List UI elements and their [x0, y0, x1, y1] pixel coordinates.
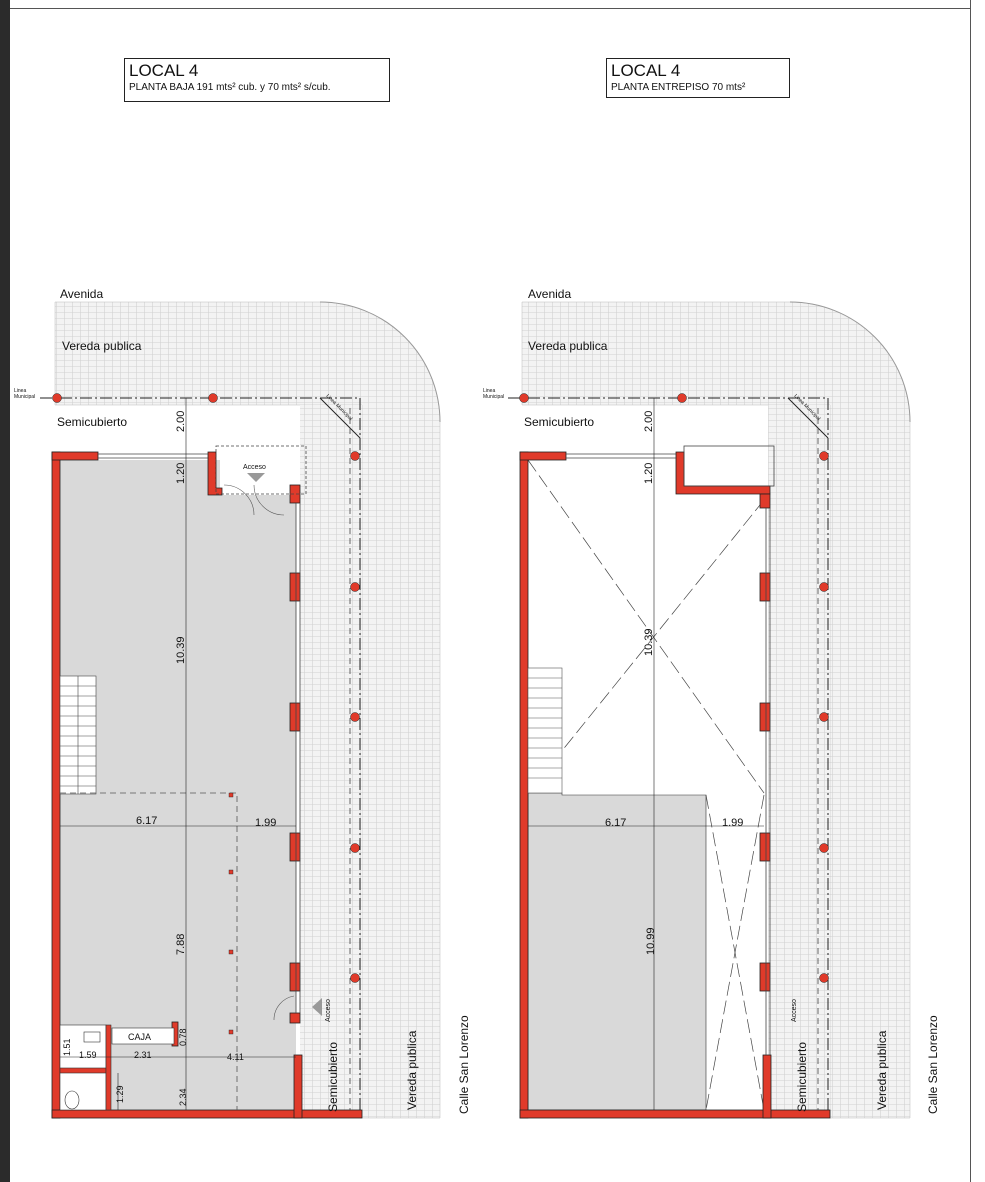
walls [51, 451, 363, 1119]
access-top-arrow [247, 473, 265, 482]
curb-arc [319, 301, 441, 423]
subtitle-planta-baja: PLANTA BAJA 191 mts² cub. y 70 mts² s/cu… [129, 82, 331, 93]
dim-1-59: 1.59 [79, 1050, 97, 1060]
municipal-line-diag-2 [787, 397, 829, 439]
street-side: Calle San Lorenzo [457, 1015, 471, 1114]
access-top-label: Acceso [243, 464, 266, 471]
walls-2 [519, 451, 831, 1119]
dim-4-11: 4.11 [227, 1052, 244, 1062]
subtitle-entrepiso: PLANTA ENTREPISO 70 mts² [611, 82, 746, 93]
plan-planta-baja: CAJA Avenida Vereda publica Linea Munici… [14, 287, 471, 1119]
columns [52, 393, 360, 983]
doors [223, 484, 295, 1021]
title-entrepiso: LOCAL 4 [611, 61, 681, 80]
title-block-entrepiso: LOCAL 4 PLANTA ENTREPISO 70 mts² [606, 58, 790, 98]
sidewalk-top-2: Vereda publica [528, 339, 608, 353]
street-side-2: Calle San Lorenzo [926, 1015, 940, 1114]
dim-10-39: 10.39 [175, 636, 187, 664]
drawing-border-right [970, 0, 971, 1182]
dim-0-78: 0.78 [178, 1028, 188, 1046]
municipal-line-label-b-2: Municipal [483, 394, 504, 400]
dimension-lines-2 [528, 398, 764, 1110]
semicubierto-side-2: Semicubierto [795, 1042, 809, 1112]
curb-arc-2 [789, 301, 911, 423]
street-top-2: Avenida [528, 287, 571, 301]
semicubierto-side: Semicubierto [326, 1042, 340, 1112]
access-side-label-2: Acceso [791, 999, 798, 1022]
dim-1-20-b: 1.20 [643, 463, 655, 484]
mezzanine-floor [527, 792, 707, 1111]
toilet-room [59, 1024, 112, 1111]
sidewalk-side: Vereda publica [405, 1030, 419, 1110]
dimension-lines [60, 398, 296, 1110]
void-diagonals [527, 459, 765, 1111]
municipal-line-label-b: Municipal [14, 394, 35, 400]
columns-2 [519, 393, 829, 983]
plan-entrepiso: Avenida Vereda publica Linea Municipal L… [483, 287, 940, 1119]
semicubierto-paving-2 [768, 405, 830, 1115]
dim-2-34: 2.34 [178, 1088, 188, 1106]
municipal-line-diag [319, 397, 361, 439]
dim-7-88: 7.88 [175, 934, 187, 955]
dim-10-99: 10.99 [645, 927, 657, 955]
glazing [98, 445, 307, 1013]
dim-1-51: 1.51 [62, 1038, 72, 1056]
small-columns [228, 792, 234, 1035]
municipal-line-label-a-2: Linea [483, 388, 495, 394]
drawing-border-top [10, 8, 970, 9]
dim-2-31: 2.31 [134, 1050, 152, 1060]
dim-1-99-b: 1.99 [722, 817, 743, 829]
municipal-line-label-a: Linea [14, 388, 26, 394]
dim-1-20: 1.20 [175, 463, 187, 484]
glazing-2 [566, 445, 775, 1055]
street-top: Avenida [60, 287, 103, 301]
floor-area [60, 460, 296, 1110]
semicubierto-top: Semicubierto [57, 415, 127, 429]
access-side-label: Acceso [325, 999, 332, 1022]
dim-6-17: 6.17 [136, 815, 157, 827]
semicubierto-top-2: Semicubierto [524, 415, 594, 429]
stair-2 [527, 667, 563, 794]
cashier-label: CAJA [128, 1032, 151, 1042]
stair [59, 675, 97, 795]
cashier-counter [111, 1027, 175, 1045]
window-frame-left [0, 0, 10, 1182]
dim-2-00-b: 2.00 [643, 411, 655, 432]
dim-1-29: 1.29 [115, 1085, 125, 1103]
access-side-arrow [312, 998, 322, 1016]
title-block-planta-baja: LOCAL 4 PLANTA BAJA 191 mts² cub. y 70 m… [124, 58, 390, 102]
dim-6-17-b: 6.17 [605, 817, 626, 829]
dim-2-00: 2.00 [175, 411, 187, 432]
sidewalk-top: Vereda publica [62, 339, 142, 353]
dim-1-99: 1.99 [255, 817, 276, 829]
title-planta-baja: LOCAL 4 [129, 61, 199, 80]
semicubierto-paving [300, 405, 362, 1115]
dim-10-39-b: 10.39 [643, 628, 655, 656]
sidewalk-side-2: Vereda publica [875, 1030, 889, 1110]
